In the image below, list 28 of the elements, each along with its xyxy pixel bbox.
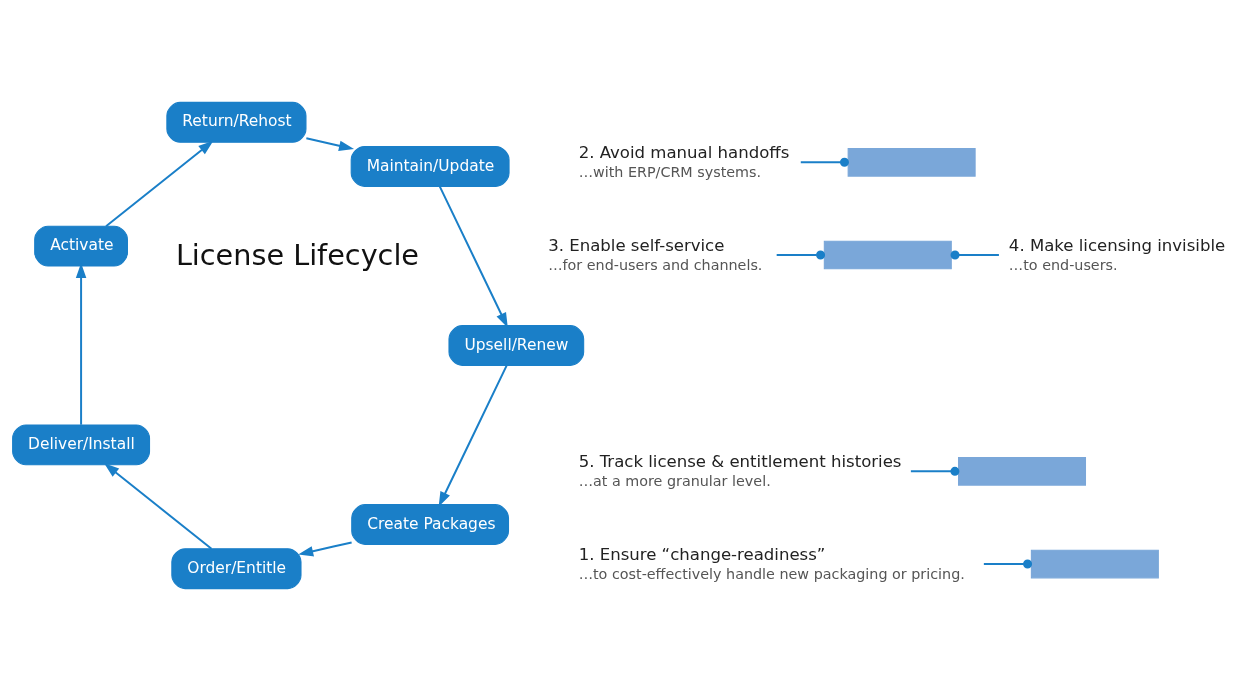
node-box: Deliver/Install [12, 423, 151, 465]
connector [799, 157, 849, 167]
node-box: Maintain/Update [350, 145, 510, 187]
arrow [438, 364, 508, 507]
node-box: Upsell/Renew [448, 324, 585, 366]
connector [775, 249, 826, 260]
connector [950, 249, 1000, 260]
node-text: 1. Ensure “change-readiness” …to cost-effectively handle new packaging or pricing. [578, 544, 965, 582]
connector [982, 559, 1033, 569]
node-text: 3. Enable self-service …for end-users and channels. [548, 235, 763, 273]
arrow [104, 462, 213, 550]
node-bar [847, 147, 976, 177]
node-text: 5. Track license & entitlement histories …at a more granular level. [578, 451, 902, 489]
arrow [298, 540, 353, 556]
node-bar [823, 240, 952, 269]
arrow [305, 136, 355, 151]
node-box: Order/Entitle [171, 547, 302, 589]
node-bar [1030, 549, 1159, 578]
node-box: Create Packages [351, 503, 510, 545]
connector [909, 466, 960, 476]
node-text: 4. Make licensing invisible …to end-users. [1008, 235, 1226, 273]
node-box: Return/Rehost [166, 101, 307, 143]
node-text: License Lifecycle [175, 237, 420, 272]
node-bar [958, 456, 1087, 486]
arrow [105, 140, 214, 227]
node-box: Activate [34, 225, 128, 267]
node-text: 2. Avoid manual handoffs …with ERP/CRM systems. [578, 142, 790, 180]
arrow [438, 185, 508, 328]
